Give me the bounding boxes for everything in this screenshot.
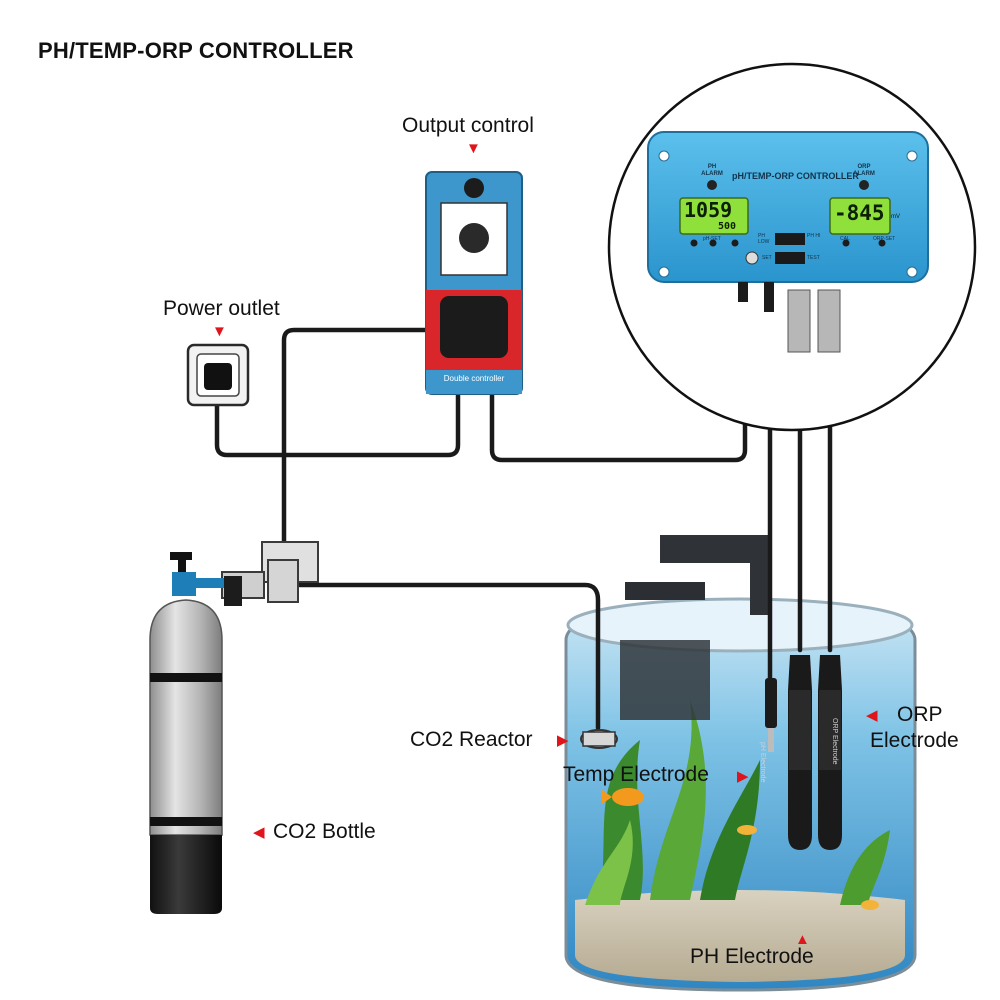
aquarium-plants [585,700,890,905]
temp-lcd-reading: 500 [718,221,737,232]
orp-electrode-arrow: ◀ [866,707,878,724]
ph-alarm-label: PH ALARM [701,164,723,177]
co2-bottle-label: CO2 Bottle [273,820,376,843]
co2-reactor-arrow: ◀ [557,732,569,749]
orp-lcd-unit: mV [891,214,900,220]
solenoid-valve [221,541,319,606]
output-control-label: Output control [402,114,534,137]
orp-electrode-label-line2: Electrode [870,729,959,752]
temp-electrode-label: Temp Electrode [563,763,709,786]
power-outlet [186,343,250,407]
cal-button-label: CAL [840,236,850,242]
ph-low-switch-label: PH LOW [758,233,770,245]
ph-hi-switch-label: PH HI [807,233,821,239]
orp-set-button-label: ORP-SET [873,236,896,242]
power-outlet-arrow: ▼ [212,323,227,340]
ph-electrode-label: PH Electrode [690,945,814,968]
temp-electrode [765,678,777,752]
ph-electrode-arrow: ▲ [795,931,810,948]
fish [602,788,879,910]
co2-reactor-label: CO2 Reactor [410,728,533,751]
ph-set-button-label: pH-SET [703,236,721,242]
co2-bottle-arrow: ◀ [253,824,265,841]
power-outlet-label: Power outlet [163,297,280,320]
orp-lcd-reading: -845 [834,201,885,225]
ph-orp-controller [647,131,929,353]
orp-electrode-label-line1: ORP [897,703,943,726]
output-control-box [425,171,523,395]
ph-lcd-reading: 1059 [684,198,733,222]
output-control-arrow: ▼ [466,140,481,157]
ph-electrode [788,655,812,850]
co2-reactor [580,729,618,749]
set-switch-label: SET [762,255,772,261]
temp-electrode-arrow: ◀ [737,768,749,785]
orp-electrode-body-text: ORP Electrode [831,718,838,765]
co2-bottle [149,552,224,914]
diagram-title: PH/TEMP-ORP CONTROLLER [38,38,354,63]
orp-alarm-label: ORP ALARM [853,164,875,177]
controller-header: pH/TEMP-ORP CONTROLLER [732,171,859,181]
ph-electrode-body-text: pH Electrode [759,742,766,783]
test-switch-label: TEST [807,255,820,261]
orp-electrode [818,655,842,850]
output-box-footer: Double controller [443,374,505,383]
